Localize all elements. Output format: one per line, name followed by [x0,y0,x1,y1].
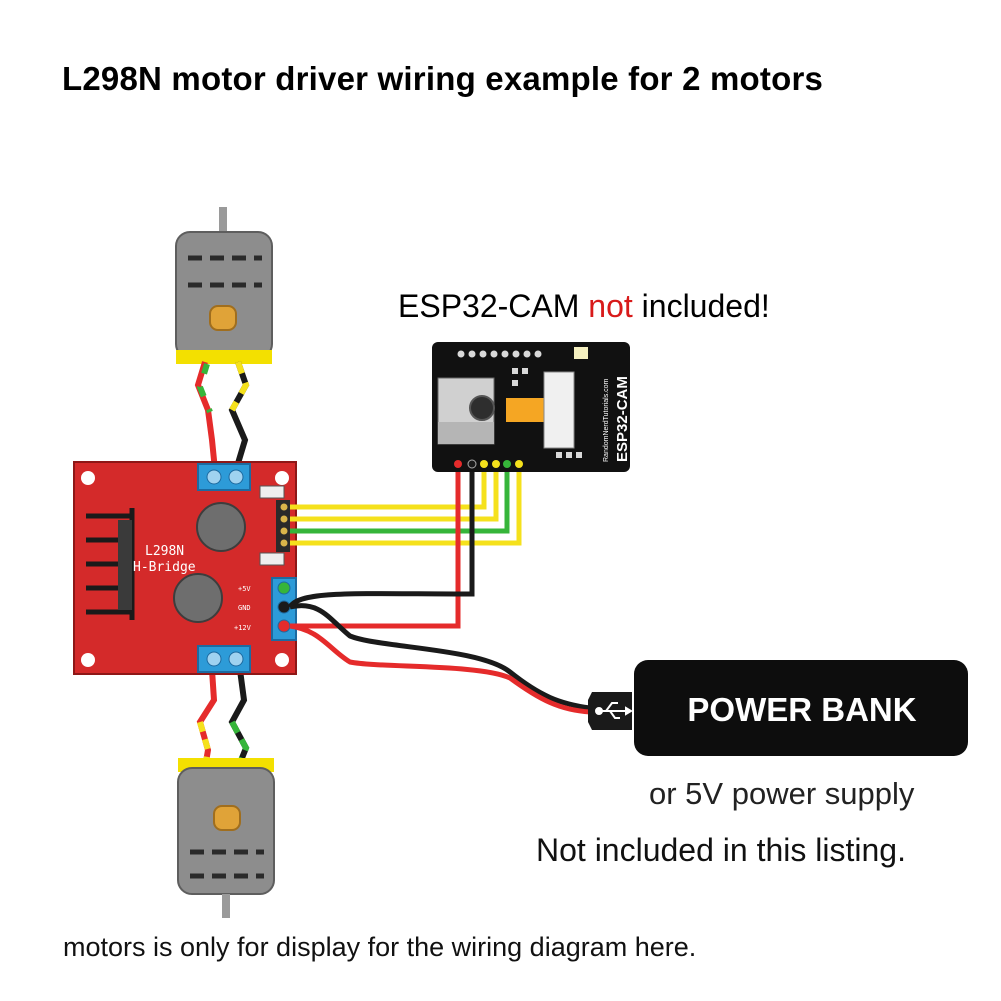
top-motor-endcap [176,350,272,364]
capacitor-large [173,573,223,623]
camera-lens [469,395,495,421]
bottom-motor [177,758,275,918]
top-motor-wires [194,361,250,471]
esp32-bottom-pins [454,459,523,469]
top-motor [175,207,273,364]
pin-12v-label: +12V [234,624,252,632]
l298n-pcb [73,461,297,675]
alt-supply-text: or 5V power supply [649,776,915,811]
jumper-header [259,552,285,566]
usb-icon [595,702,633,719]
esp32-header-pins [457,350,542,358]
esp32-cam-caption-not: not [588,288,633,324]
esp32-cam-caption-suffix: included! [641,288,770,324]
jumper-header [259,485,285,499]
signal-wires [290,466,522,546]
capacitor-large [196,502,246,552]
footnote-text: motors is only for display for the wirin… [63,932,697,962]
sd-card [438,422,494,444]
l298n-driver-board: L298N H-Bridge +5V GND +12V [73,461,297,675]
esp32-cam-caption-prefix: ESP32-CAM [398,288,580,324]
pin-5v-label: +5V [238,585,251,593]
top-motor-shaft [219,207,227,237]
camera-connector [543,371,575,449]
esp32-small-components [512,368,582,458]
top-motor-body [175,231,273,359]
l298n-label: L298N [145,544,184,559]
l298n-chip [118,520,132,610]
flash-led [574,347,588,359]
camera-ribbon [506,398,544,422]
pin-gnd-label: GND [238,604,251,612]
top-motor-capacitor [209,305,237,331]
esp32-cam-caption: ESP32-CAM not included! [398,288,770,325]
bottom-motor-wires [196,669,250,770]
mount-hole [81,471,95,485]
power-bank: POWER BANK [588,660,968,756]
power-bank-label: POWER BANK [687,691,916,728]
bottom-motor-shaft [222,894,230,918]
esp32-cam-board: ESP32-CAM RandomNerdTutorials.com [432,342,631,472]
input-pins [276,500,290,552]
page-title: L298N motor driver wiring example for 2 … [62,60,824,97]
mount-hole [275,471,289,485]
hbridge-label: H-Bridge [133,560,196,575]
bottom-motor-capacitor [213,805,241,831]
mount-hole [275,653,289,667]
esp32-cam-silk-url: RandomNerdTutorials.com [603,378,610,462]
power-bank-body [634,660,968,756]
power-wires [287,466,591,715]
mount-hole [81,653,95,667]
not-included-text: Not included in this listing. [536,832,906,868]
esp32-cam-silk-label: ESP32-CAM [614,376,631,462]
